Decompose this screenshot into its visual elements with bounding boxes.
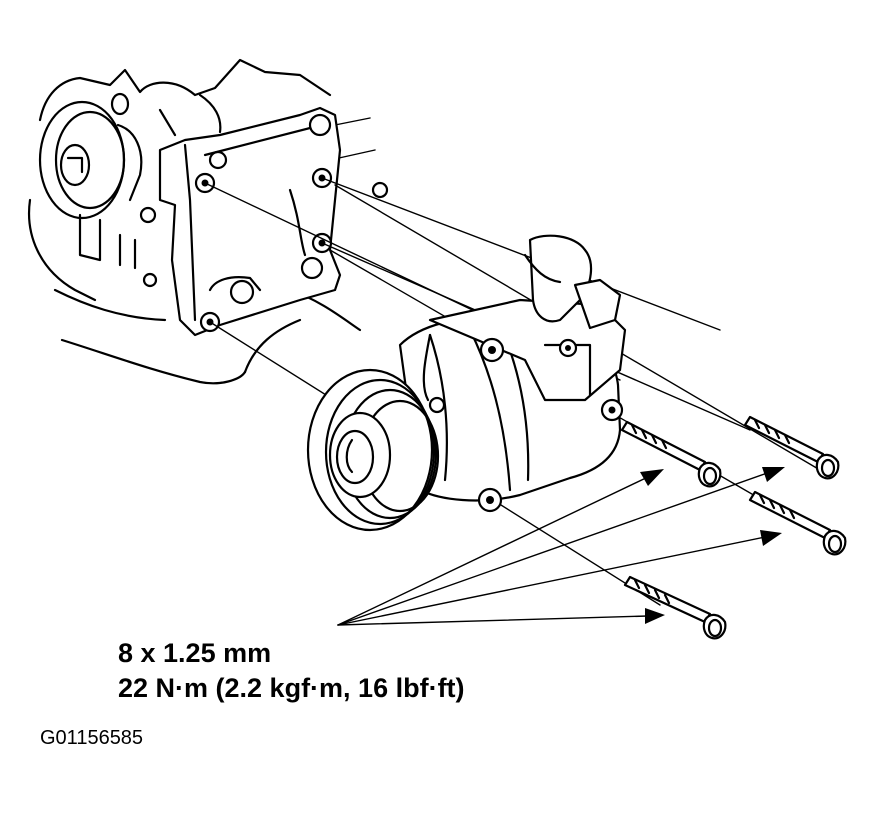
tensioner-pulley bbox=[38, 92, 158, 288]
mounting-bolt-1 bbox=[620, 420, 722, 488]
figure-id-label: G01156585 bbox=[40, 727, 144, 749]
mounting-bolt-4 bbox=[623, 575, 727, 640]
torque-spec-label: 22 N·m (2.2 kgf·m, 16 lbf·ft) bbox=[118, 673, 465, 703]
fastener-size-label: 8 x 1.25 mm bbox=[118, 638, 272, 668]
mounting-bolt-3 bbox=[748, 490, 847, 556]
leader-arrows bbox=[337, 467, 785, 626]
mounting-bolt-2 bbox=[743, 415, 840, 480]
ac-compressor bbox=[306, 234, 627, 532]
compressor-mounting-bracket bbox=[158, 106, 342, 337]
